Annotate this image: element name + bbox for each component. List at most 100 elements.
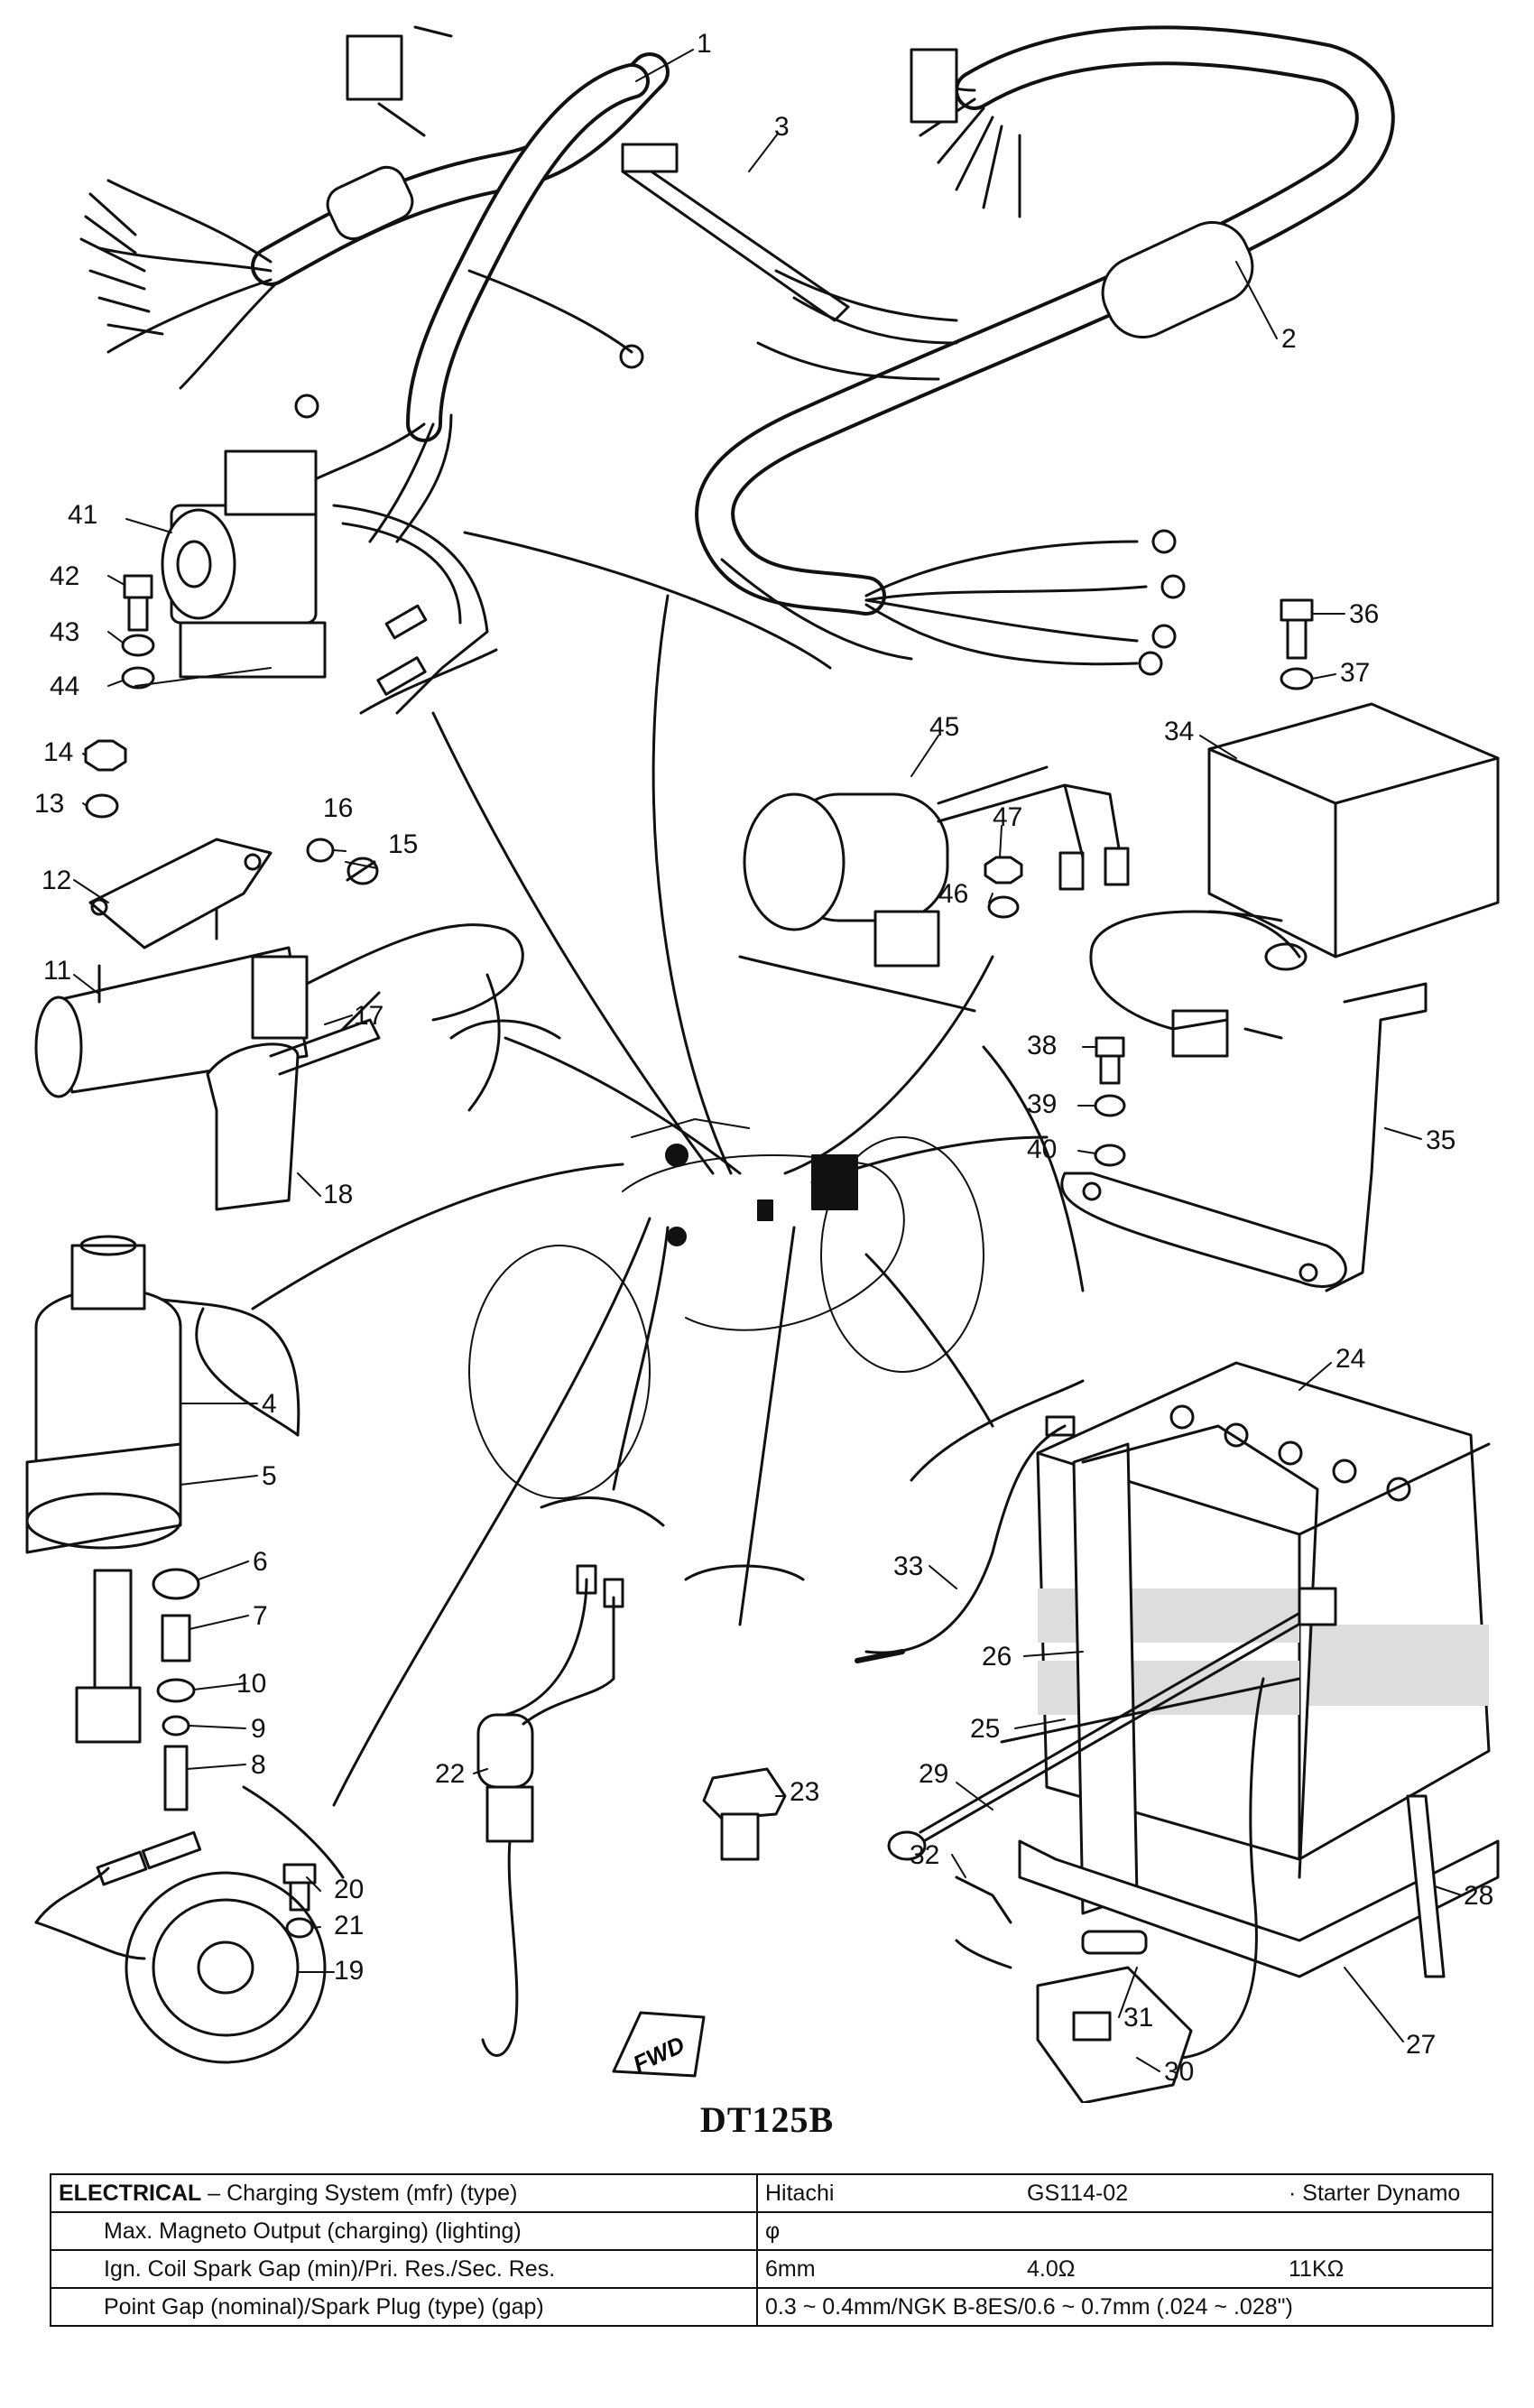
spec-value-output: φ [765, 2218, 781, 2244]
battery-lead-33 [855, 1415, 1076, 1663]
battery-strap-28 [1406, 1794, 1446, 1978]
callout-7: 7 [253, 1601, 268, 1631]
spec-label-coil: Ign. Coil Spark Gap (min)/Pri. Res./Sec.… [50, 2249, 758, 2289]
callout-27: 27 [1406, 2030, 1436, 2060]
washer-9 [162, 1715, 190, 1737]
relay-45 [743, 765, 1130, 968]
callout-10: 10 [236, 1669, 266, 1699]
callout-15: 15 [388, 829, 418, 859]
bracket-12 [88, 838, 273, 949]
callout-25: 25 [970, 1714, 1000, 1744]
spec-value-magneto: φ [756, 2211, 1493, 2251]
callout-6: 6 [253, 1547, 268, 1577]
fuse-31 [1081, 1930, 1148, 1955]
washer-43 [121, 634, 155, 657]
bracket-35 [1060, 982, 1428, 1292]
bolt-36 [1280, 598, 1314, 660]
spec-value-system: · Starter Dynamo [1289, 2180, 1461, 2206]
spec-row-charging: ELECTRICAL – Charging System (mfr) (type… [50, 2173, 1493, 2213]
cable-tie [621, 143, 850, 322]
callout-33: 33 [893, 1551, 923, 1581]
wire-harness-right [695, 25, 1395, 676]
callout-45: 45 [929, 712, 959, 742]
callout-26: 26 [982, 1642, 1012, 1672]
fwd-arrow-icon [612, 2011, 706, 2078]
spec-label-points: Point Gap (nominal)/Spark Plug (type) (g… [50, 2287, 758, 2327]
callout-30: 30 [1164, 2057, 1194, 2087]
callout-19: 19 [334, 1956, 364, 1986]
nut-14 [84, 739, 127, 772]
callout-3: 3 [774, 112, 790, 142]
model-title: DT125B [699, 2099, 835, 2140]
spec-value-pri-res: 4.0Ω [1027, 2255, 1076, 2282]
electrical-exploded-diagram: 1 2 3 4 5 6 7 8 9 10 11 12 13 14 15 16 1… [25, 25, 1500, 2103]
spec-label-magneto: Max. Magneto Output (charging) (lighting… [50, 2211, 758, 2251]
switch-base-5 [25, 1442, 182, 1554]
callout-36: 36 [1349, 599, 1379, 629]
washer-40 [1094, 1144, 1126, 1167]
callout-18: 18 [323, 1180, 353, 1209]
bolt-42 [123, 574, 153, 632]
callout-leaders [73, 49, 1463, 2072]
washer-10 [156, 1678, 196, 1703]
neutral-switch-23 [702, 1767, 787, 1861]
callout-20: 20 [334, 1875, 364, 1904]
callout-32: 32 [910, 1840, 939, 1870]
washer-39 [1094, 1094, 1126, 1117]
neutral-switch-22 [476, 1564, 624, 2057]
callout-28: 28 [1464, 1881, 1493, 1911]
bolt-8 [163, 1745, 189, 1811]
horn-19 [34, 1830, 327, 2064]
nut-6 [152, 1568, 200, 1600]
spec-value-spark-gap: 6mm [765, 2255, 816, 2282]
spec-label-charging: ELECTRICAL – Charging System (mfr) (type… [50, 2173, 758, 2213]
callout-8: 8 [251, 1750, 266, 1780]
spacer-7 [161, 1614, 191, 1662]
spec-value-mfr: Hitachi [765, 2180, 835, 2206]
washer-37 [1280, 667, 1314, 690]
spec-row-points: Point Gap (nominal)/Spark Plug (type) (g… [50, 2287, 1493, 2327]
spec-table: ELECTRICAL – Charging System (mfr) (type… [50, 2173, 1493, 2327]
washer-16 [306, 838, 335, 863]
callout-34: 34 [1164, 717, 1194, 746]
breather-pipe-25 [1000, 1677, 1301, 1744]
callout-42: 42 [50, 561, 79, 591]
plug-cap-18 [206, 991, 381, 1211]
callout-47: 47 [993, 802, 1022, 832]
callout-40: 40 [1027, 1135, 1057, 1164]
callout-22: 22 [435, 1759, 465, 1789]
callout-14: 14 [43, 737, 73, 767]
callout-5: 5 [262, 1461, 277, 1491]
callout-23: 23 [790, 1777, 819, 1807]
band-hook-32 [955, 1875, 1012, 1924]
spec-row-coil: Ign. Coil Spark Gap (min)/Pri. Res./Sec.… [50, 2249, 1493, 2289]
callout-12: 12 [42, 866, 71, 895]
callout-2: 2 [1281, 324, 1297, 354]
washer-44 [121, 666, 155, 690]
wire-harness-left [79, 25, 670, 543]
callout-17: 17 [354, 1001, 384, 1031]
callout-9: 9 [251, 1714, 266, 1744]
washer-46 [987, 895, 1020, 919]
callout-35: 35 [1426, 1125, 1455, 1155]
spec-value-type: GS114-02 [1027, 2180, 1129, 2206]
switch-connector [75, 1569, 142, 1744]
spec-value-charging: Hitachi GS114-02 · Starter Dynamo [756, 2173, 1493, 2213]
callout-39: 39 [1027, 1089, 1057, 1119]
callout-41: 41 [68, 500, 97, 530]
callout-43: 43 [50, 617, 79, 647]
callout-13: 13 [34, 789, 64, 819]
callout-31: 31 [1123, 2003, 1153, 2033]
spec-category: ELECTRICAL [59, 2180, 202, 2206]
spec-value-sec-res: 11KΩ [1289, 2255, 1345, 2282]
battery-24 [1036, 1361, 1491, 1861]
spec-row-magneto: Max. Magneto Output (charging) (lighting… [50, 2211, 1493, 2251]
spec-value-coil: 6mm 4.0Ω 11KΩ [756, 2249, 1493, 2289]
callout-46: 46 [938, 879, 968, 909]
callout-4: 4 [262, 1389, 277, 1419]
washer-13 [85, 793, 119, 819]
starter-relay-41 [161, 449, 489, 715]
spec-value-points: 0.3 ~ 0.4mm/NGK B-8ES/0.6 ~ 0.7mm (.024 … [756, 2287, 1493, 2327]
nut-47 [984, 856, 1023, 884]
spec-label-text: – Charging System (mfr) (type) [201, 2180, 518, 2206]
